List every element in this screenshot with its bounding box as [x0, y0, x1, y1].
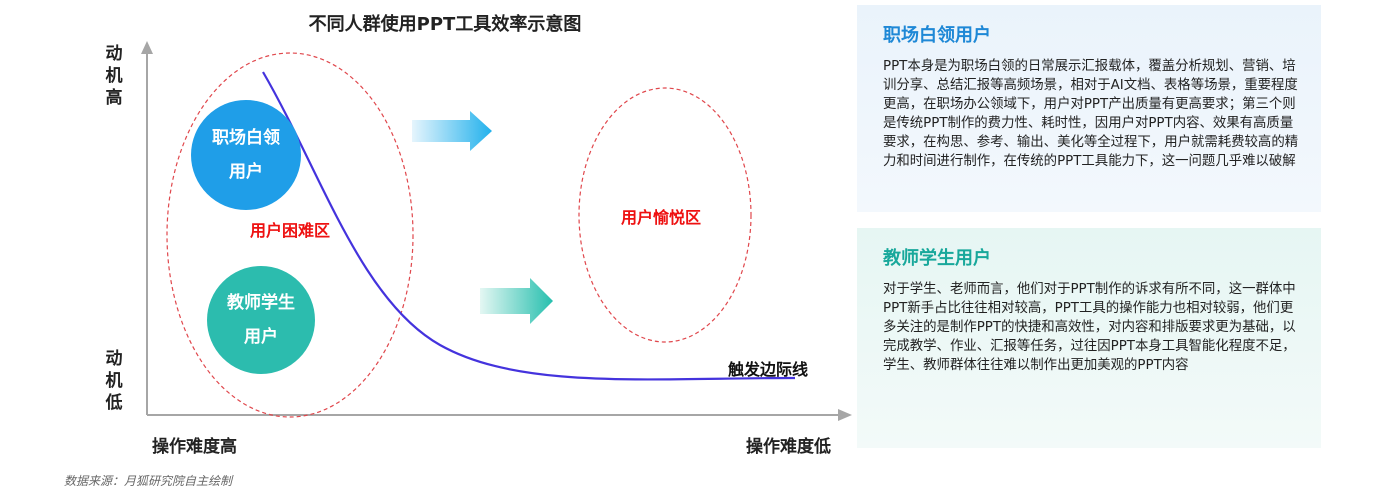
- y-axis-label-low: 动 机 低: [105, 349, 123, 413]
- edge-line-label: 触发边际线: [728, 360, 809, 379]
- white-collar-panel-body: PPT本身是为职场白领的日常展示汇报载体，覆盖分析规划、营销、培训分享、总结汇报…: [883, 59, 1299, 169]
- y-axis-label-high: 动 机 高: [105, 44, 123, 108]
- white-collar-panel-title: 职场白领用户: [883, 25, 991, 46]
- x-axis-label-right: 操作难度低: [746, 437, 831, 457]
- white-collar-label-line2: 用户: [229, 162, 263, 182]
- white-collar-panel: 职场白领用户 PPT本身是为职场白领的日常展示汇报载体，覆盖分析规划、营销、培训…: [857, 5, 1321, 212]
- teacher-student-circle: 教师学生 用户: [207, 266, 315, 374]
- pleasure-zone-ellipse: [578, 87, 752, 343]
- teacher-student-label-line2: 用户: [244, 327, 278, 347]
- pleasure-zone-label: 用户愉悦区: [621, 208, 702, 227]
- edge-curve: [262, 71, 796, 381]
- x-axis-label-left: 操作难度高: [152, 437, 237, 457]
- diagram-canvas: [141, 41, 852, 421]
- teacher-student-panel: 教师学生用户 对于学生、老师而言，他们对于PPT制作的诉求有所不同，这一群体中P…: [857, 228, 1321, 448]
- x-axis-arrowhead: [838, 409, 852, 421]
- y-axis-arrowhead: [141, 41, 153, 54]
- teacher-student-label-line1: 教师学生: [227, 293, 295, 313]
- difficulty-zone-ellipse: [166, 52, 414, 418]
- white-collar-label-line1: 职场白领: [212, 128, 280, 148]
- arrow-upper: [412, 111, 492, 151]
- difficulty-zone-label: 用户困难区: [250, 221, 331, 240]
- teacher-student-panel-title: 教师学生用户: [883, 248, 991, 269]
- diagram-title: 不同人群使用PPT工具效率示意图: [308, 14, 582, 35]
- data-source-note: 数据来源：月狐研究院自主绘制: [64, 474, 233, 488]
- white-collar-circle: 职场白领 用户: [191, 100, 301, 210]
- teacher-student-panel-body: 对于学生、老师而言，他们对于PPT制作的诉求有所不同，这一群体中PPT新手占比往…: [883, 282, 1296, 373]
- arrow-lower: [480, 278, 553, 324]
